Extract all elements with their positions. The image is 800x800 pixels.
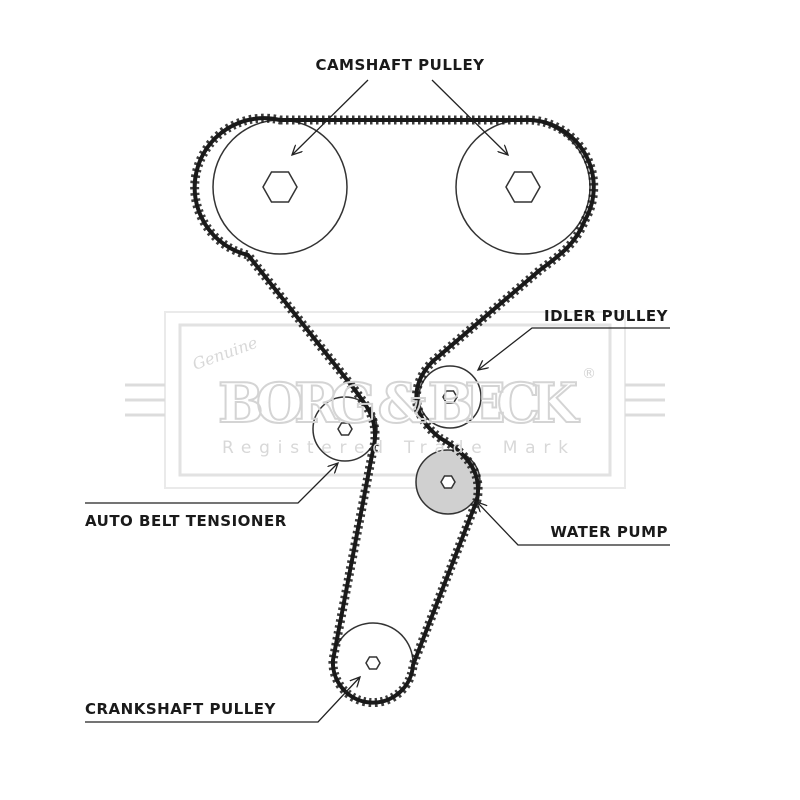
camshaft-pulley-left — [212, 119, 348, 255]
camshaft-right-arrow — [431, 79, 508, 155]
auto-belt-tensioner — [312, 396, 378, 462]
watermark-registered: ® — [582, 366, 596, 382]
watermark-script: Genuine — [190, 333, 260, 374]
crankshaft-leader — [85, 677, 360, 723]
tensioner-leader — [85, 463, 338, 504]
water-pump — [415, 449, 481, 515]
camshaft-pulley-right — [455, 119, 591, 255]
watermark-subtitle: Registered Trade Mark — [222, 438, 582, 458]
water-pump-leader — [477, 502, 670, 546]
camshaft-pulley-label: CAMSHAFT PULLEY — [315, 56, 485, 74]
timing-belt — [190, 113, 599, 707]
watermark: Genuine BORG & BECK ® Registered Trade M… — [190, 333, 596, 458]
watermark-frame — [125, 311, 665, 489]
camshaft-left-arrow — [292, 79, 369, 155]
idler-pulley-label: IDLER PULLEY — [544, 307, 669, 325]
crankshaft-pulley-label: CRANKSHAFT PULLEY — [85, 700, 277, 718]
water-pump-label: WATER PUMP — [550, 523, 668, 541]
idler-pulley — [418, 365, 482, 429]
idler-leader — [478, 327, 670, 370]
watermark-brand: BORG & BECK — [218, 371, 580, 435]
auto-belt-tensioner-label: AUTO BELT TENSIONER — [85, 512, 287, 530]
